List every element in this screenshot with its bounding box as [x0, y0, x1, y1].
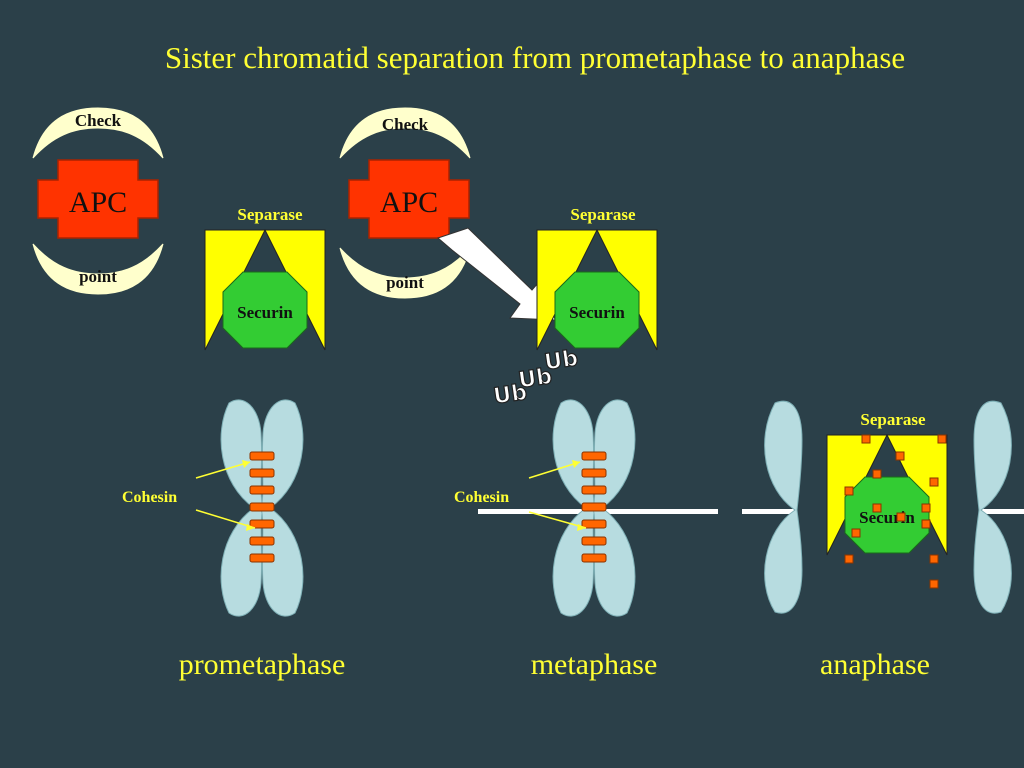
- cohesin-label: Cohesin: [454, 489, 509, 506]
- cohesin-pointer-1: [195, 460, 256, 531]
- separase-label: Separase: [570, 205, 636, 224]
- separase-securin-2: Separase Securin: [536, 205, 658, 351]
- apc-label: APC: [69, 186, 127, 219]
- securin-label: Securin: [859, 508, 915, 527]
- separase-label: Separase: [860, 410, 926, 429]
- point-label: point: [386, 273, 424, 292]
- spindle-fiber-left: [742, 509, 794, 514]
- ubiquitin-tag: Ub: [517, 364, 554, 393]
- checkpoint-group-2: Check APC point: [339, 107, 471, 299]
- point-label: point: [79, 267, 117, 286]
- check-label: Check: [382, 115, 429, 134]
- spindle-fiber-right: [982, 509, 1024, 514]
- page-title: Sister chromatid separation from prometa…: [164, 40, 906, 75]
- check-label: Check: [75, 111, 122, 130]
- cohesin-pointer-2: [528, 460, 587, 531]
- separase-securin-anaphase: Separase Securin: [826, 410, 948, 556]
- cohesin-rings: [581, 451, 607, 563]
- ubiquitin-tag: Ub: [543, 346, 580, 375]
- ubiquitin-tag: Ub: [492, 380, 529, 409]
- chromosome-prometaphase: [220, 399, 304, 617]
- phase-label-anaphase: anaphase: [820, 648, 930, 681]
- cohesin-rings: [249, 451, 275, 563]
- checkpoint-group-1: Check APC point: [32, 107, 164, 295]
- phase-label-metaphase: metaphase: [530, 648, 658, 681]
- securin-label: Securin: [569, 303, 625, 322]
- separase-label: Separase: [237, 205, 303, 224]
- cohesin-label: Cohesin: [122, 489, 177, 506]
- cleaved-cohesin-fragments: [844, 434, 947, 589]
- phase-label-prometaphase: prometaphase: [178, 648, 346, 681]
- separase-securin-1: Separase Securin: [204, 205, 326, 351]
- securin-label: Securin: [237, 303, 293, 322]
- chromatid-left: [764, 400, 803, 614]
- chromatid-right: [973, 400, 1012, 614]
- apc-label: APC: [380, 186, 438, 219]
- ubiquitin-tags: Ub Ub Ub: [491, 345, 580, 410]
- chromosome-metaphase: [552, 399, 636, 617]
